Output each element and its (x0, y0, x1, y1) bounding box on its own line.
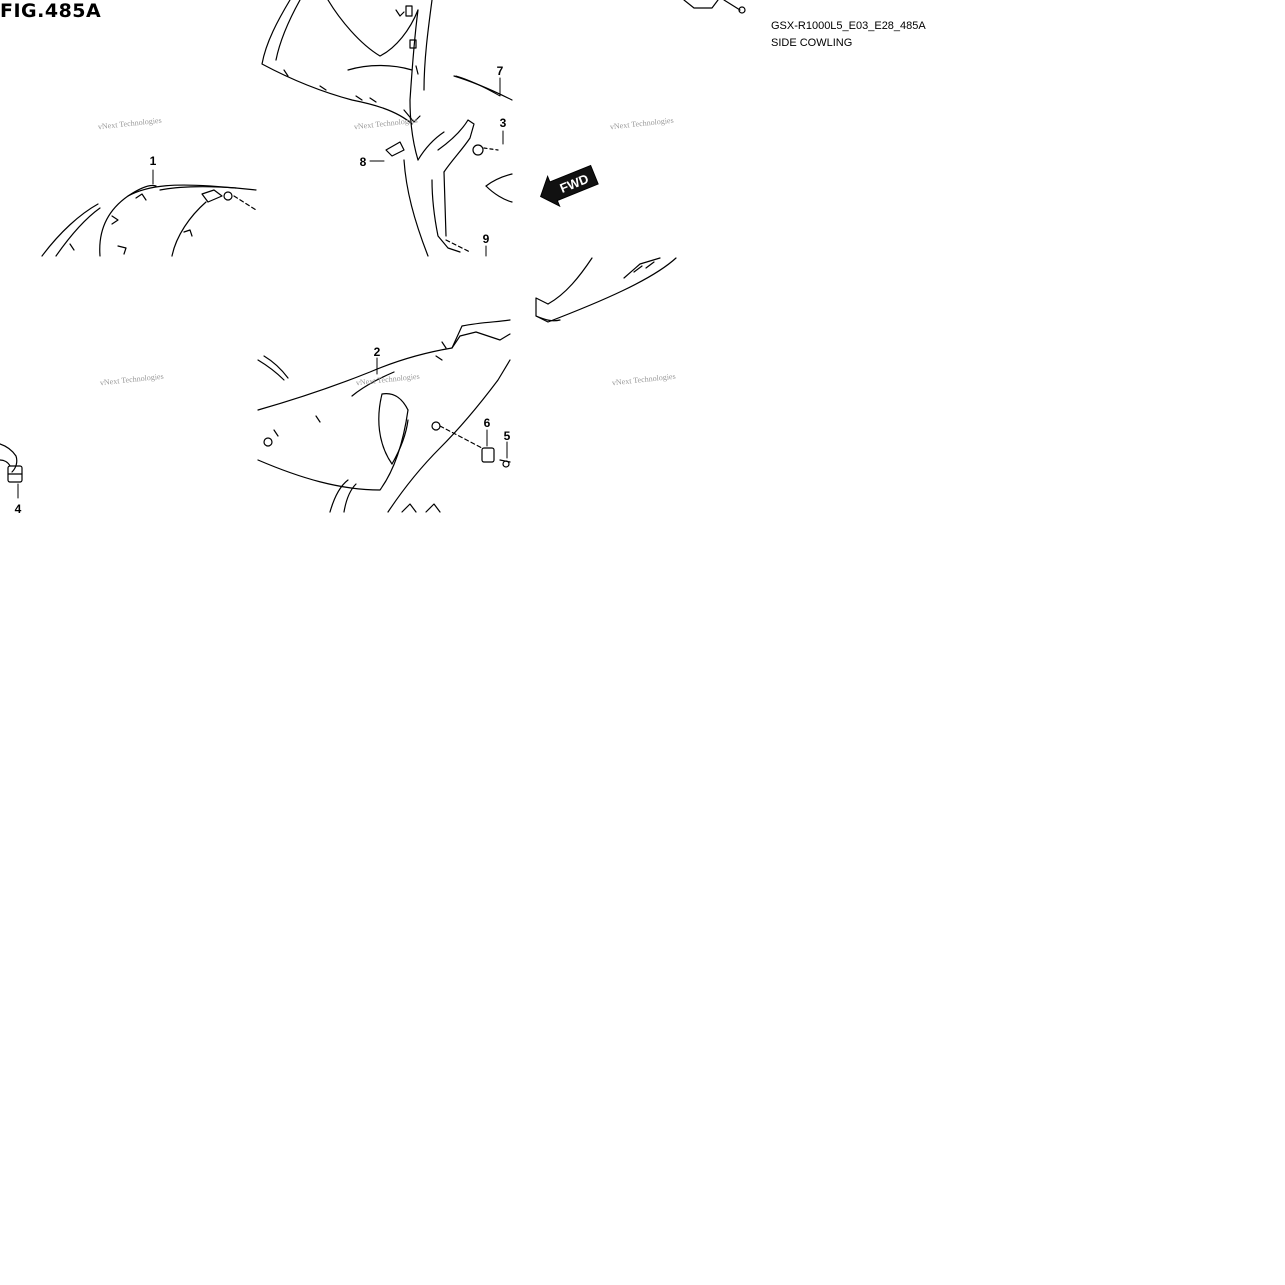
callout-7: 7 (497, 64, 504, 78)
callout-8: 8 (360, 155, 367, 169)
figure-title: FIG.485A (0, 0, 102, 22)
side-cowling-upper-left (41, 184, 257, 257)
callout-6: 6 (484, 416, 491, 430)
fwd-arrow-icon: FWD (540, 164, 599, 208)
watermark-text: vNext Technologies (353, 116, 418, 132)
watermark-text: vNext Technologies (609, 116, 674, 132)
callout-9: 9 (483, 232, 490, 246)
leader-lines (17, 75, 508, 499)
model-code: GSX-R1000L5_E03_E28_485A (771, 20, 926, 32)
callout-4: 4 (15, 502, 22, 516)
callout-1: 1 (150, 154, 157, 168)
inner-panel-upper (261, 0, 513, 257)
watermark-text: vNext Technologies (611, 372, 676, 388)
bolt-top (683, 0, 746, 14)
callout-3: 3 (500, 116, 507, 130)
callout-2: 2 (374, 345, 381, 359)
side-cowling-lower (257, 319, 511, 513)
lower-left-part (0, 443, 23, 483)
callout-5: 5 (504, 429, 511, 443)
section-name: SIDE COWLING (771, 37, 853, 49)
callouts: 1 2 3 4 5 6 7 8 9 (15, 64, 511, 516)
under-cowling-edge (535, 257, 677, 323)
watermarks: vNext Technologies vNext Technologies vN… (97, 116, 676, 388)
watermark-text: vNext Technologies (99, 372, 164, 388)
watermark-text: vNext Technologies (97, 116, 162, 132)
